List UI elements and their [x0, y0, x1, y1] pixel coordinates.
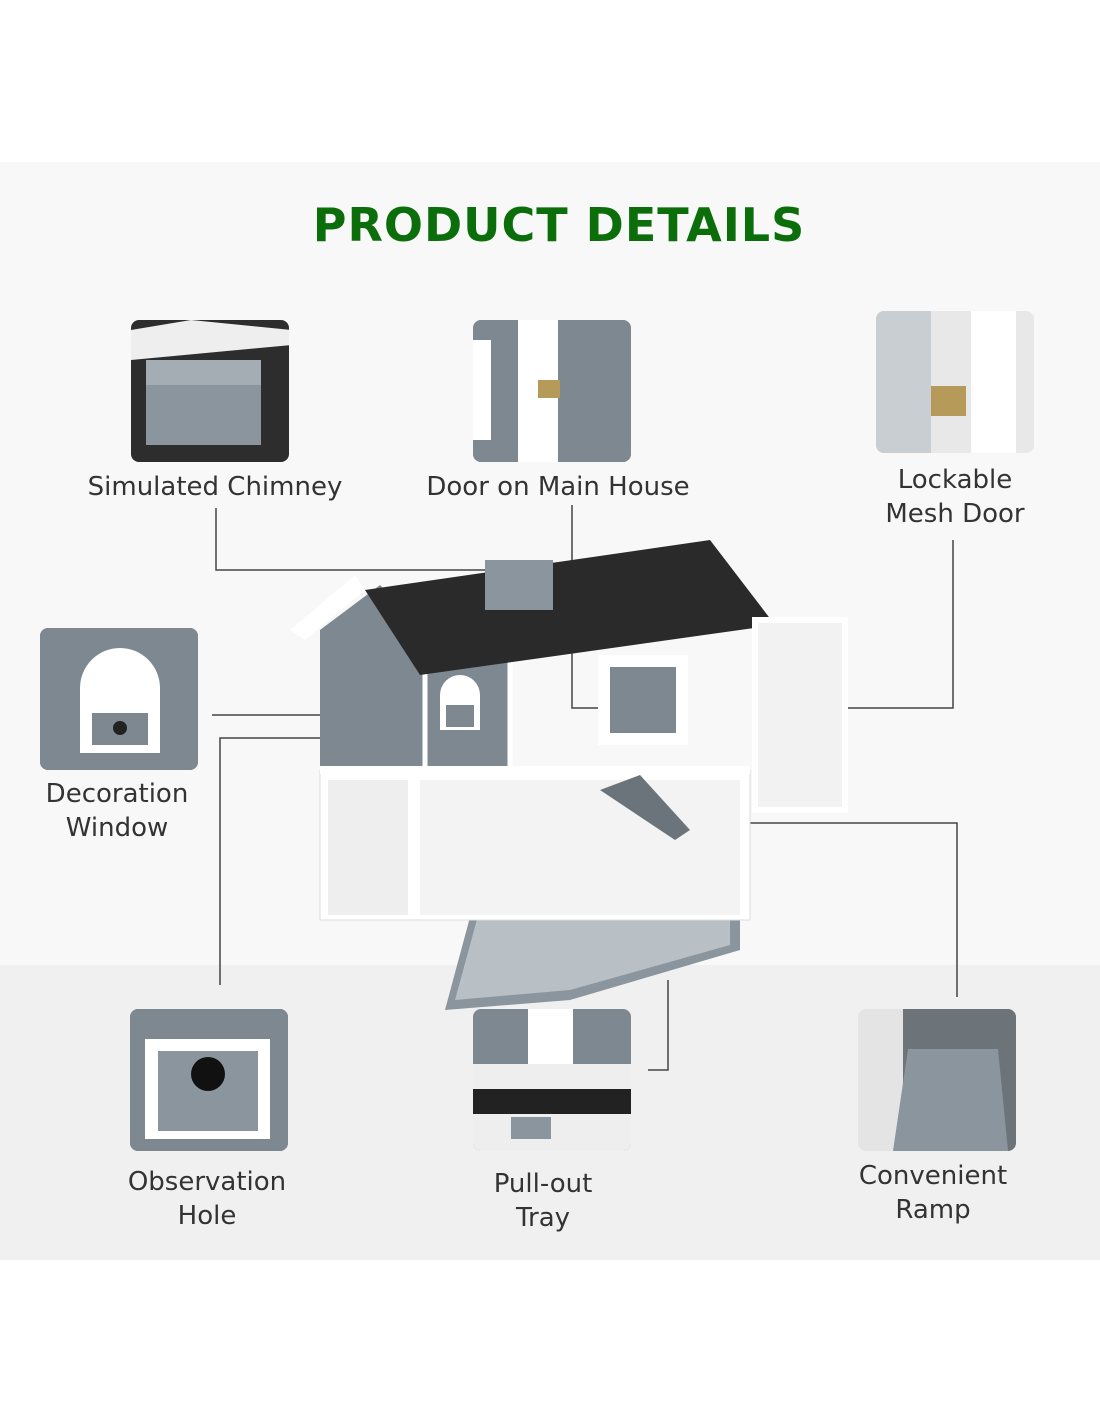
thumb-simulated-chimney	[131, 320, 289, 462]
label-text: Simulated Chimney	[87, 472, 343, 502]
label-line: Ramp	[895, 1195, 971, 1225]
label-line: Lockable	[897, 465, 1013, 495]
label-line: Decoration	[45, 779, 189, 809]
label-simulated-chimney: Simulated Chimney	[60, 470, 370, 504]
label-door-main-house: Door on Main House	[403, 470, 713, 504]
label-line: Mesh Door	[885, 499, 1025, 529]
thumb-convenient-ramp	[858, 1009, 1016, 1151]
label-line: Observation	[127, 1167, 287, 1197]
page-title: PRODUCT DETAILS	[312, 198, 806, 252]
rabbit-hutch-image	[290, 540, 848, 1010]
label-text: Door on Main House	[426, 472, 690, 502]
thumb-pull-out-tray	[473, 1009, 631, 1151]
label-line: Pull-out	[493, 1169, 593, 1199]
label-line: Convenient	[858, 1161, 1008, 1191]
thumb-door-main-house	[473, 320, 631, 462]
label-line: Hole	[177, 1201, 237, 1231]
thumb-observation-hole	[130, 1009, 288, 1151]
label-line: Tray	[515, 1203, 571, 1233]
thumb-decoration-window	[40, 628, 198, 770]
thumb-lockable-mesh-door	[876, 311, 1034, 453]
label-line: Window	[65, 813, 169, 843]
